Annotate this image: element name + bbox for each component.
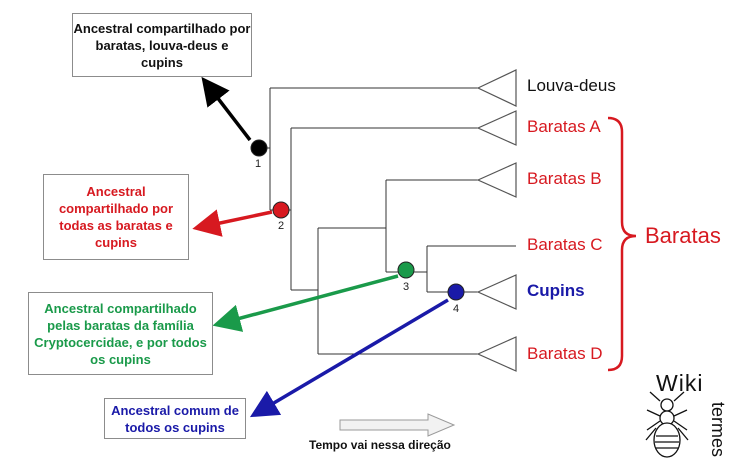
arrow-node-4 <box>249 298 449 418</box>
clade-triangles <box>476 69 517 372</box>
baratas-bracket <box>607 116 637 372</box>
ancestor-box-node-3-text: Ancestral compartilhado pelas baratas da… <box>34 300 207 367</box>
ancestor-box-node-4: Ancestral comum de todos os cupins <box>104 398 246 439</box>
triangle-baratas-b <box>476 162 517 198</box>
logo-termes-text: termes <box>708 402 728 458</box>
termite-logo-icon <box>645 391 689 458</box>
triangle-cupins <box>476 274 517 310</box>
node-2-number: 2 <box>278 220 285 232</box>
ancestor-box-node-2-text: Ancestral compartilhado por todas as bar… <box>58 184 174 250</box>
time-direction-label: Tempo vai nessa direção <box>309 438 451 452</box>
ancestor-box-node-4-text: Ancestral comum de todos os cupins <box>111 402 239 435</box>
taxon-baratas-b: Baratas B <box>527 169 602 188</box>
node-2-marker <box>272 201 290 219</box>
baratas-group-label: Baratas <box>645 223 721 248</box>
arrow-node-3 <box>212 274 399 332</box>
ancestor-box-node-1-text: Ancestral compartilhado por baratas, lou… <box>73 20 251 70</box>
ancestor-box-node-3: Ancestral compartilhado pelas baratas da… <box>28 292 213 375</box>
node-4-number: 4 <box>453 303 460 315</box>
node-3-number: 3 <box>403 281 410 293</box>
node-1-marker <box>250 139 268 157</box>
arrow-node-2 <box>192 209 273 237</box>
taxon-cupins: Cupins <box>527 281 585 300</box>
ancestor-box-node-1: Ancestral compartilhado por baratas, lou… <box>72 13 252 77</box>
taxon-baratas-c: Baratas C <box>527 235 603 254</box>
node-4-marker <box>447 283 465 301</box>
taxon-louva-deus: Louva-deus <box>527 76 616 95</box>
ancestor-box-node-2: Ancestral compartilhado por todas as bar… <box>43 174 189 260</box>
triangle-baratas-a <box>476 110 517 146</box>
triangle-baratas-d <box>476 336 517 372</box>
taxon-baratas-a: Baratas A <box>527 117 601 136</box>
time-arrow <box>339 413 456 437</box>
node-1-number: 1 <box>255 158 262 170</box>
triangle-louva-deus <box>476 69 517 107</box>
arrow-node-1 <box>201 76 252 142</box>
taxon-baratas-d: Baratas D <box>527 344 603 363</box>
node-3-marker <box>397 261 415 279</box>
logo-wiki-text: Wiki <box>656 370 704 396</box>
